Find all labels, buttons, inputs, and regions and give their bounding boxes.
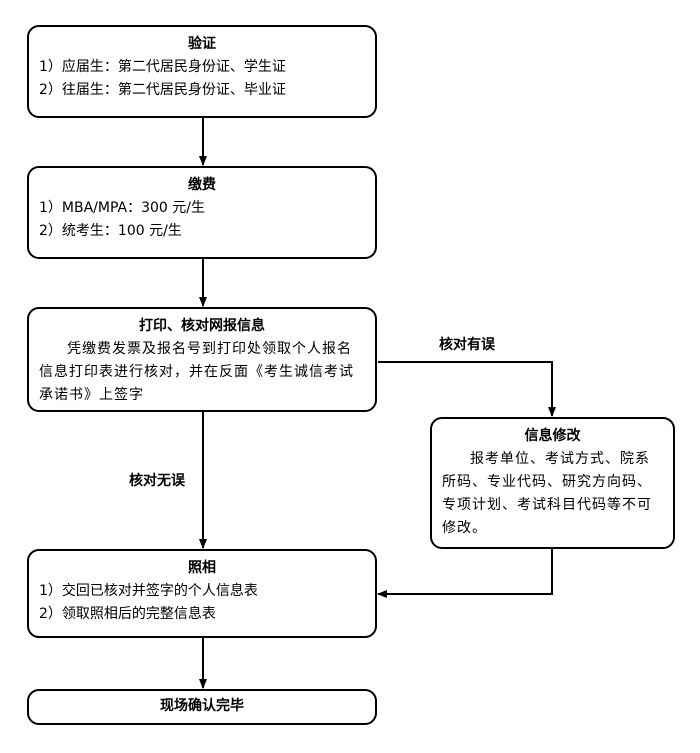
- node-print-check: 打印、核对网报信息 凭缴费发票及报名号到打印处领取个人报名信息打印表进行核对，并…: [27, 307, 377, 412]
- node-done: 现场确认完毕: [27, 689, 377, 725]
- edge-label-no-error: 核对无误: [129, 473, 185, 489]
- arrow-modify-to-photo: [377, 548, 553, 598]
- node-verify: 验证 1）应届生：第二代居民身份证、学生证 2）往届生：第二代居民身份证、毕业证: [27, 25, 377, 118]
- node-print-check-text: 凭缴费发票及报名号到打印处领取个人报名信息打印表进行核对，并在反面《考生诚信考试…: [39, 341, 354, 403]
- node-print-check-title: 打印、核对网报信息: [139, 318, 265, 334]
- node-photo-line-2: 2）领取照相后的完整信息表: [39, 606, 216, 622]
- node-payment: 缴费 1）MBA/MPA：300 元/生 2）统考生：100 元/生: [27, 166, 377, 259]
- node-payment-line-1: 1）MBA/MPA：300 元/生: [39, 200, 205, 216]
- node-modify: 信息修改 报考单位、考试方式、院系所码、专业代码、研究方向码、专项计划、考试科目…: [430, 417, 675, 549]
- node-payment-line-2: 2）统考生：100 元/生: [39, 223, 182, 239]
- node-verify-line-2: 2）往届生：第二代居民身份证、毕业证: [39, 82, 286, 98]
- node-modify-title: 信息修改: [524, 428, 581, 444]
- edge-label-has-error: 核对有误: [439, 337, 495, 353]
- node-modify-text: 报考单位、考试方式、院系所码、专业代码、研究方向码、专项计划、考试科目代码等不可…: [442, 451, 652, 536]
- node-verify-line-1: 1）应届生：第二代居民身份证、学生证: [39, 59, 286, 75]
- node-verify-title: 验证: [188, 36, 216, 52]
- node-photo: 照相 1）交回已核对并签字的个人信息表 2）领取照相后的完整信息表: [27, 549, 377, 638]
- node-done-title: 现场确认完毕: [160, 698, 244, 714]
- node-payment-title: 缴费: [188, 177, 216, 193]
- node-photo-title: 照相: [188, 560, 216, 576]
- arrow-print-to-modify: [378, 361, 556, 417]
- node-photo-line-1: 1）交回已核对并签字的个人信息表: [39, 583, 258, 599]
